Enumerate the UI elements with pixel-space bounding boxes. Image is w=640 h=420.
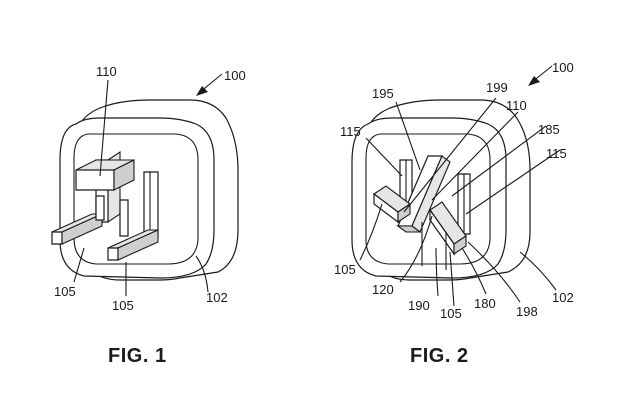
fig2-ref-120: 120 (372, 282, 394, 297)
fig1-caption: FIG. 1 (108, 345, 167, 367)
fig2-ref-105-left: 105 (334, 262, 356, 277)
fig2-caption: FIG. 2 (410, 345, 469, 367)
fig2-ref-199: 199 (486, 80, 508, 95)
fig2-pin-105-mid-side (453, 234, 467, 256)
fig2-ref-102: 102 (552, 290, 574, 305)
fig2-ref-105-mid: 105 (440, 306, 462, 321)
fig2-ref-185: 185 (538, 122, 560, 137)
fig1-pin-110-cap-side (113, 159, 135, 191)
fig1-pin-105-right-stem (119, 199, 129, 237)
fig1-pin-105-left-stem (95, 195, 105, 221)
fig1-body-front (59, 117, 215, 279)
fig2-ref-115-right: 115 (546, 146, 567, 161)
figure-1: 110 100 105 105 102 FIG. 1 (51, 64, 246, 367)
fig1-slot-right (143, 171, 159, 237)
fig2-pin-110-end (396, 225, 422, 233)
fig1-ref-105-left: 105 (54, 284, 76, 299)
fig1-ref-102: 102 (206, 290, 228, 305)
fig2-ref-110: 110 (506, 98, 527, 113)
fig2-ref-198: 198 (516, 304, 538, 319)
fig1-pin-105-right-side (117, 229, 159, 261)
fig1-pin-105-left-side (61, 213, 103, 245)
fig1-ref-100: 100 (224, 68, 246, 83)
fig1-ref-105-right: 105 (112, 298, 134, 313)
fig1-ref-110: 110 (96, 64, 117, 79)
figure-2: 100 195 199 110 115 185 115 105 120 190 … (334, 60, 574, 367)
fig1-pin-110-cap-front (75, 169, 115, 191)
fig1-pin-105-left-front (51, 231, 63, 245)
fig2-ref-180: 180 (474, 296, 496, 311)
fig1-pin-105-right-front (107, 247, 119, 261)
fig2-ref-115-left: 115 (340, 124, 361, 139)
fig1-face-inset (73, 133, 199, 265)
fig2-ref-195: 195 (372, 86, 394, 101)
fig2-ref-190: 190 (408, 298, 430, 313)
fig2-ref-100: 100 (552, 60, 574, 75)
fig2-face-inset (365, 133, 491, 265)
